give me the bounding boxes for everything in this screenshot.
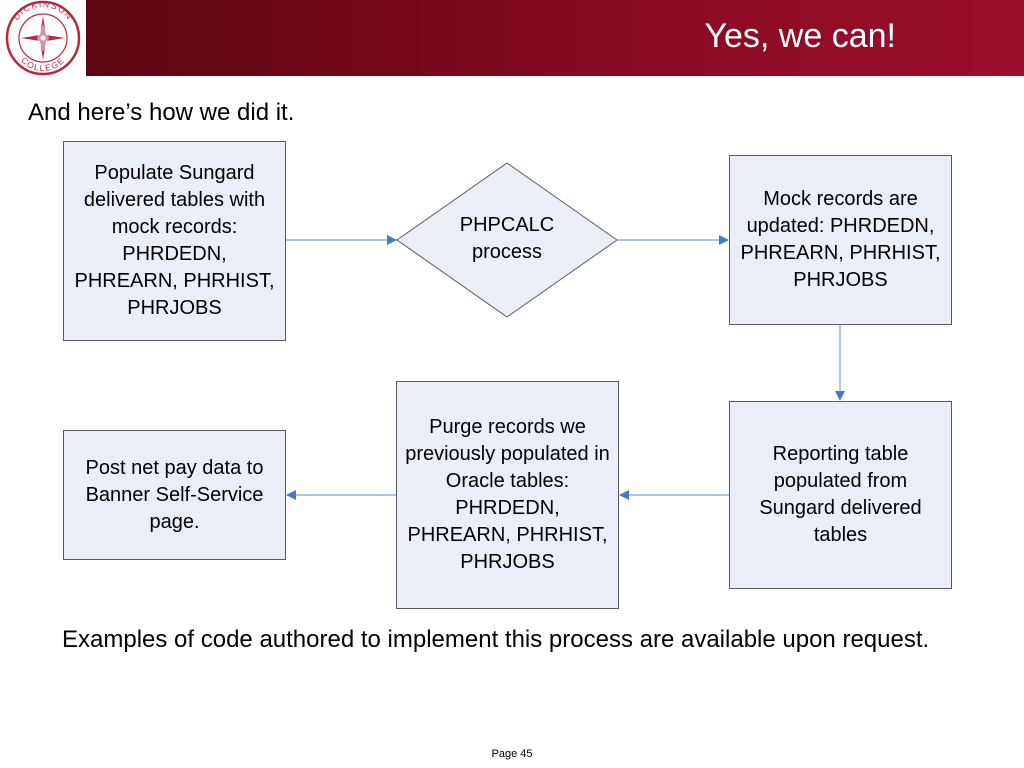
page-number: Page 45 xyxy=(491,748,533,760)
slide-title: Yes, we can! xyxy=(704,17,896,55)
node-mock-updated-label: Mock records are updated: PHRDEDN, PHREA… xyxy=(740,188,941,291)
diamond-phpcalc xyxy=(396,162,618,318)
node-mock-updated: Mock records are updated: PHRDEDN, PHREA… xyxy=(729,155,952,325)
node-post: Post net pay data to Banner Self-Service… xyxy=(63,430,286,560)
note-text: Examples of code authored to implement t… xyxy=(62,626,930,653)
node-populate-label: Populate Sungard delivered tables with m… xyxy=(74,162,275,319)
node-purge-label: Purge records we previously populated in… xyxy=(405,416,610,573)
subtitle: And here’s how we did it. xyxy=(28,99,295,126)
node-purge: Purge records we previously populated in… xyxy=(396,381,619,609)
node-post-label: Post net pay data to Banner Self-Service… xyxy=(85,456,264,533)
dickinson-college-seal-icon: DICKINSON COLLEGE xyxy=(5,0,81,76)
slide-header: DICKINSON COLLEGE Yes, we can! xyxy=(0,0,1024,76)
node-populate: Populate Sungard delivered tables with m… xyxy=(63,141,286,341)
logo-area: DICKINSON COLLEGE xyxy=(0,0,86,76)
node-phpcalc-label: PHPCALC process xyxy=(459,214,555,263)
node-reporting: Reporting table populated from Sungard d… xyxy=(729,401,952,589)
node-reporting-label: Reporting table populated from Sungard d… xyxy=(759,443,922,546)
title-banner xyxy=(86,0,1024,76)
